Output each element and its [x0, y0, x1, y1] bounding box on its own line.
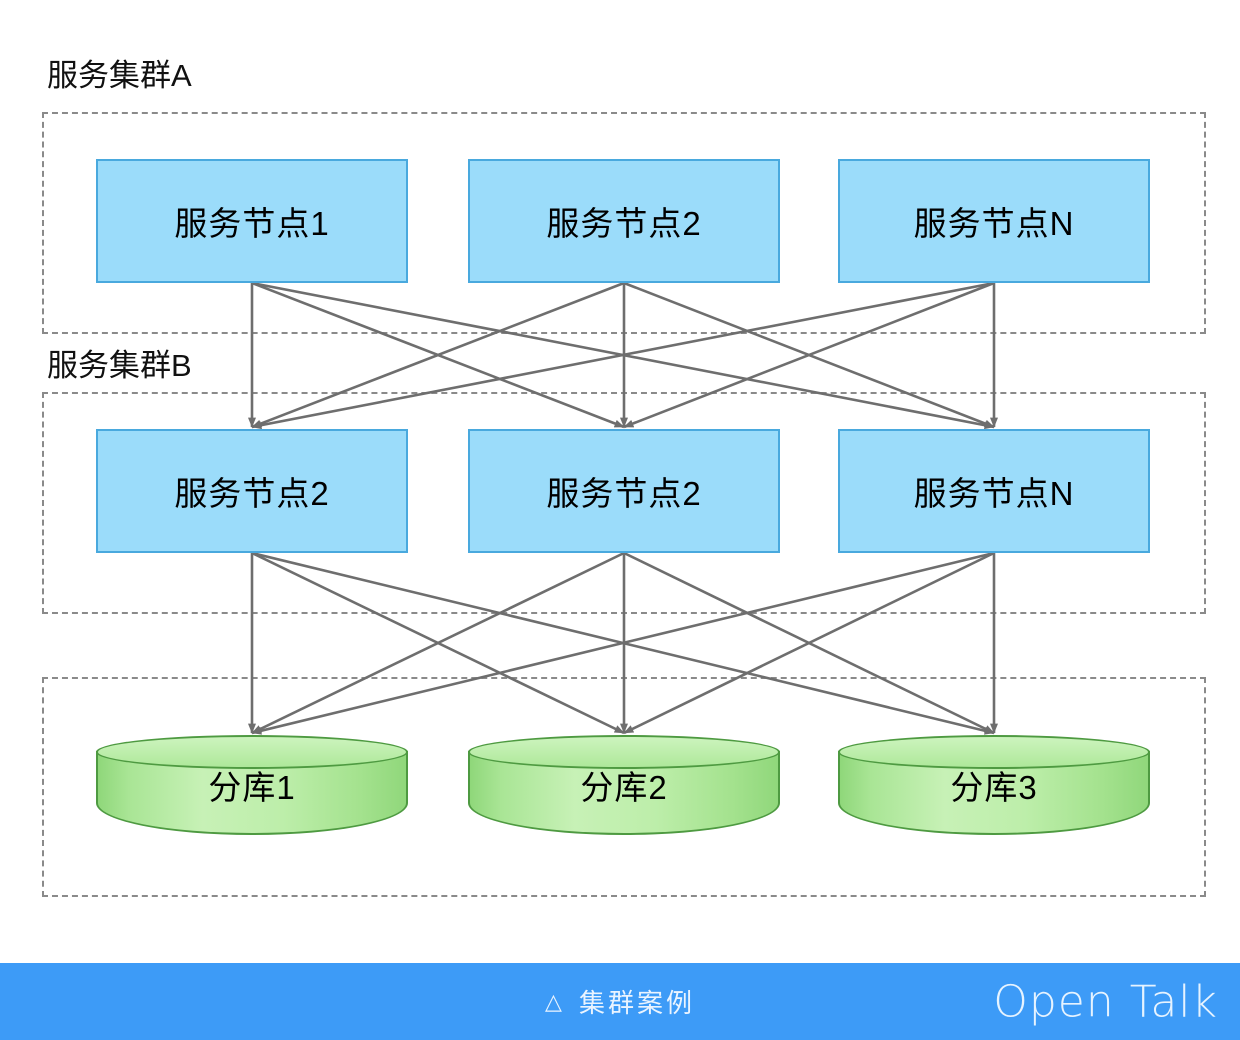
cylinder-top-icon [468, 735, 780, 769]
footer-caption-text: 集群案例 [578, 988, 695, 1018]
cluster-a-label: 服务集群A [47, 60, 198, 91]
database-shard-2[interactable]: 分库2 [468, 735, 780, 835]
footer-bar: △ 集群案例 Open Talk [0, 963, 1240, 1040]
service-node-b2[interactable]: 服务节点2 [468, 429, 780, 553]
service-node-b1[interactable]: 服务节点2 [96, 429, 408, 553]
database-shard-2-label: 分库2 [580, 769, 668, 806]
footer-caption: △ 集群案例 [0, 963, 1240, 1040]
database-shard-3[interactable]: 分库3 [838, 735, 1150, 835]
database-shard-1[interactable]: 分库1 [96, 735, 408, 835]
cylinder-top-icon [838, 735, 1150, 769]
service-node-bN[interactable]: 服务节点N [838, 429, 1150, 553]
database-shard-1-label: 分库1 [208, 769, 296, 806]
service-node-a2[interactable]: 服务节点2 [468, 159, 780, 283]
cluster-b-label: 服务集群B [47, 350, 198, 381]
service-node-a1[interactable]: 服务节点1 [96, 159, 408, 283]
triangle-icon: △ [545, 988, 565, 1014]
open-talk-logo: Open Talk [993, 976, 1218, 1027]
service-node-aN[interactable]: 服务节点N [838, 159, 1150, 283]
cylinder-top-icon [96, 735, 408, 769]
database-shard-3-label: 分库3 [950, 769, 1038, 806]
